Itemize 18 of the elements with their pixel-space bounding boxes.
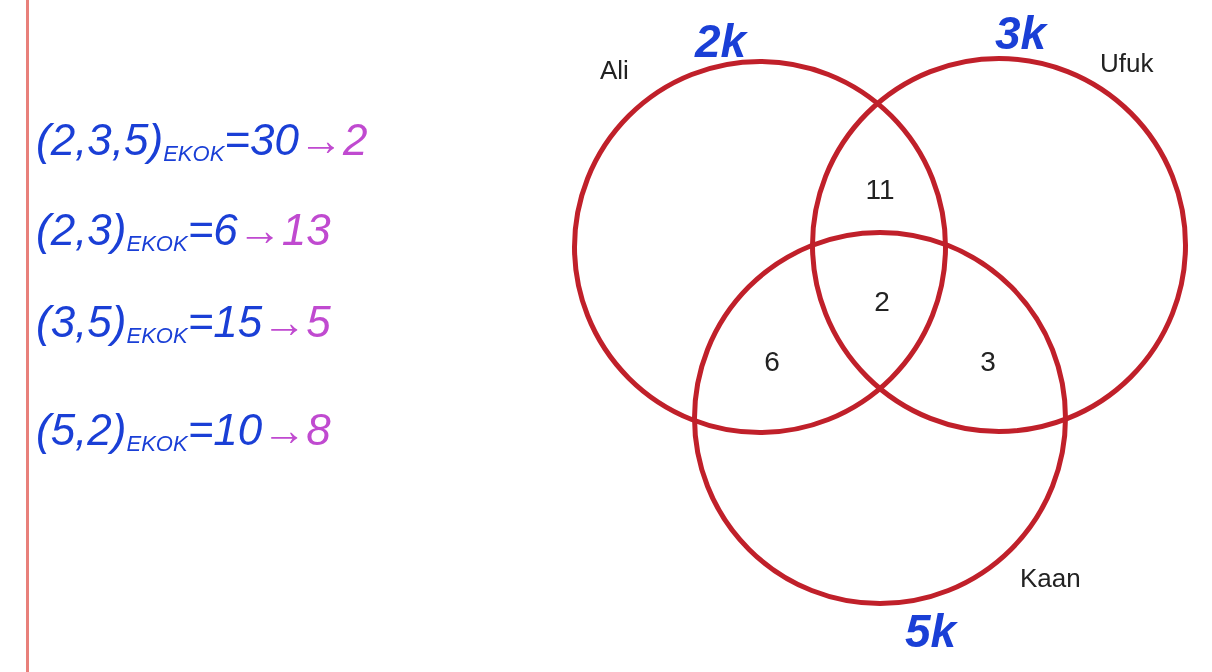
region-count: 3 — [980, 348, 996, 376]
handwritten-count: 5k — [905, 608, 957, 654]
handwritten-count: 2k — [695, 18, 747, 64]
set-name: Ali — [600, 57, 629, 83]
region-count: 11 — [865, 176, 895, 204]
handwritten-equation: (3,5)$_{EKOK}$=15 — [36, 300, 263, 344]
handwritten-equation: (2,3,5)$_{EKOK}$=30 — [36, 118, 299, 162]
handwritten-result: →13 — [237, 208, 331, 252]
handwritten-equation: (2,3)$_{EKOK}$=6 — [36, 208, 238, 252]
handwritten-count: 3k — [995, 10, 1047, 56]
handwritten-result: →8 — [262, 408, 331, 452]
handwritten-result: →2 — [298, 118, 368, 162]
handwritten-equation: (5,2)$_{EKOK}$=10 — [36, 408, 263, 452]
region-count: 6 — [764, 348, 780, 376]
set-name: Kaan — [1020, 565, 1081, 591]
set-name: Ufuk — [1100, 50, 1154, 76]
region-count: 2 — [874, 288, 890, 316]
handwritten-result: →5 — [262, 300, 331, 344]
